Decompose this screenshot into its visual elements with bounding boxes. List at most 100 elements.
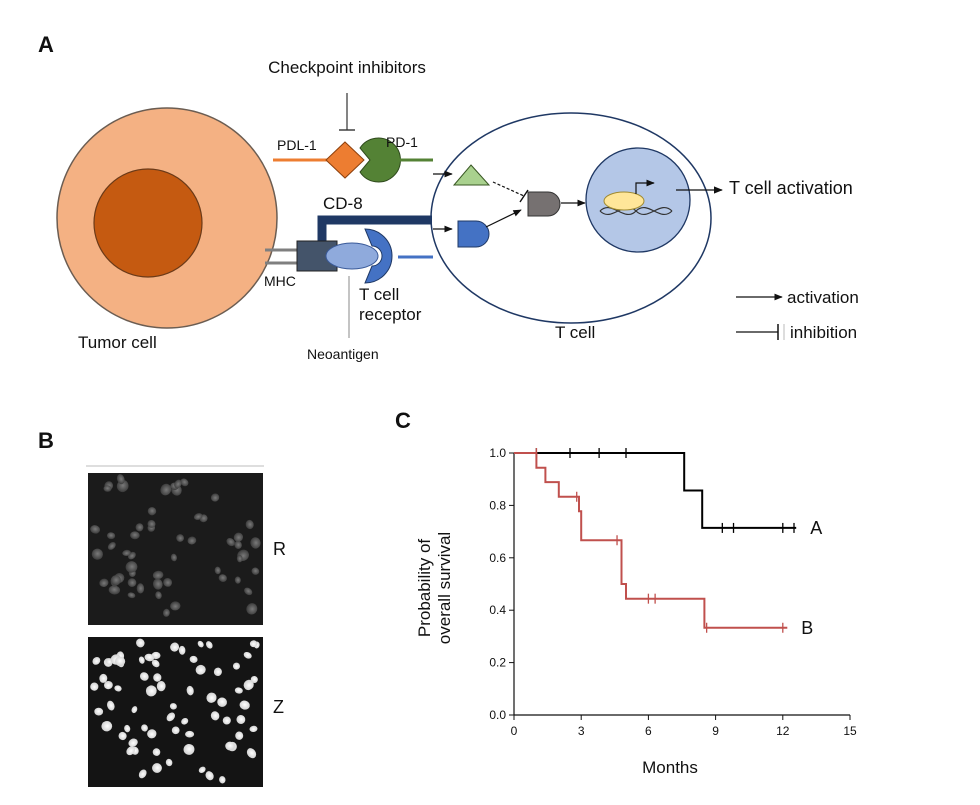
survival-curve-a bbox=[514, 452, 797, 529]
cell-nucleus bbox=[116, 474, 125, 485]
x-tick-label: 15 bbox=[843, 724, 857, 738]
x-tick-label: 12 bbox=[776, 724, 790, 738]
neoantigen bbox=[325, 242, 379, 270]
series-label: B bbox=[801, 618, 813, 638]
cell-nucleus bbox=[189, 655, 198, 663]
cell-nucleus bbox=[90, 525, 101, 534]
cell-nucleus bbox=[226, 538, 235, 547]
cell-nucleus bbox=[165, 758, 173, 767]
cell-nucleus bbox=[99, 578, 109, 587]
y-tick-label: 0.2 bbox=[489, 656, 506, 670]
image-label-r: R bbox=[273, 539, 286, 559]
cell-nucleus bbox=[219, 776, 226, 784]
cell-nucleus bbox=[213, 667, 222, 676]
cell-nucleus bbox=[151, 659, 160, 668]
pd1-signal-molecule bbox=[452, 164, 491, 186]
series-label: A bbox=[810, 518, 822, 538]
tumor-cell-label: Tumor cell bbox=[78, 333, 157, 352]
cell-nucleus bbox=[147, 519, 156, 528]
neoantigen-label: Neoantigen bbox=[307, 346, 379, 362]
cell-nucleus bbox=[153, 673, 162, 682]
microscopy-image-r bbox=[88, 473, 263, 625]
cell-nucleus bbox=[90, 682, 99, 691]
cell-nucleus bbox=[136, 638, 145, 648]
cell-nucleus bbox=[218, 574, 227, 582]
cell-nucleus bbox=[251, 567, 260, 575]
pdl1-label: PDL-1 bbox=[277, 137, 317, 153]
cell-nucleus bbox=[103, 485, 112, 492]
cell-nucleus bbox=[152, 570, 164, 580]
pdl1-receptor bbox=[325, 141, 365, 179]
cell-nucleus bbox=[171, 726, 180, 735]
legend-activation-label: activation bbox=[787, 288, 859, 307]
cell-nucleus bbox=[152, 763, 162, 773]
cell-nucleus bbox=[152, 748, 161, 756]
cell-nucleus bbox=[217, 697, 227, 707]
cell-nucleus bbox=[155, 591, 162, 600]
cell-nucleus bbox=[141, 724, 148, 732]
panel-b: B R Z bbox=[38, 428, 286, 787]
cell-nucleus bbox=[162, 608, 170, 617]
cell-nucleus bbox=[222, 716, 231, 725]
y-axis-title-line2: overall survival bbox=[435, 532, 454, 644]
cell-nucleus bbox=[187, 536, 197, 545]
pd1-label: PD-1 bbox=[386, 134, 418, 150]
cell-nucleus bbox=[234, 576, 241, 584]
cell-nucleus bbox=[186, 685, 194, 696]
survival-curves: AB bbox=[514, 448, 822, 638]
cell-nucleus bbox=[205, 641, 213, 649]
dna-strand-bottom bbox=[599, 207, 673, 215]
cell-nucleus bbox=[147, 507, 157, 516]
cell-nucleus bbox=[91, 548, 103, 560]
cell-nucleus bbox=[243, 679, 254, 691]
cell-nucleus bbox=[170, 642, 180, 652]
panel-b-letter: B bbox=[38, 428, 54, 453]
cell-nucleus bbox=[122, 549, 131, 556]
panel-a: A Checkpoint inhibitors PDL-1 PD-1 CD-8 … bbox=[38, 32, 859, 362]
cell-nucleus bbox=[130, 531, 140, 540]
tcr-label-line2: receptor bbox=[359, 305, 422, 324]
cell-nucleus bbox=[234, 687, 243, 694]
cell-nucleus bbox=[108, 585, 121, 595]
cell-nucleus bbox=[225, 741, 235, 751]
cell-nucleus bbox=[169, 703, 177, 710]
cell-nucleus bbox=[125, 561, 138, 573]
cell-nucleus bbox=[250, 537, 261, 549]
cell-nucleus bbox=[139, 672, 149, 681]
cell-nucleus bbox=[246, 603, 258, 615]
transcription-factor bbox=[603, 191, 645, 211]
x-tick-label: 9 bbox=[712, 724, 719, 738]
microscopy-cells-z bbox=[90, 638, 260, 784]
y-tick-label: 0.0 bbox=[489, 708, 506, 722]
image-label-z: Z bbox=[273, 697, 284, 717]
cell-nucleus bbox=[124, 724, 131, 733]
cell-nucleus bbox=[234, 540, 242, 549]
cell-nucleus bbox=[138, 656, 145, 664]
cell-nucleus bbox=[180, 478, 189, 487]
cell-nucleus bbox=[239, 700, 250, 710]
x-tick-label: 0 bbox=[511, 724, 518, 738]
mhc-label: MHC bbox=[264, 273, 296, 289]
cell-nucleus bbox=[214, 566, 221, 575]
pd1-inhibition-line bbox=[492, 181, 525, 197]
cell-nucleus bbox=[136, 583, 145, 594]
series-b: B bbox=[514, 448, 813, 638]
microscopy-cells-r bbox=[90, 474, 261, 617]
pd1-receptor bbox=[359, 137, 401, 183]
cell-nucleus bbox=[249, 640, 258, 648]
cell-nucleus bbox=[128, 738, 138, 747]
y-tick-label: 0.8 bbox=[489, 498, 506, 512]
cell-nucleus bbox=[210, 711, 220, 721]
cell-nucleus bbox=[245, 519, 254, 530]
cell-nucleus bbox=[246, 748, 257, 759]
cell-nucleus bbox=[195, 664, 206, 675]
cell-nucleus bbox=[185, 730, 195, 738]
pd1-inhibition-bar bbox=[519, 189, 529, 203]
cell-nucleus bbox=[178, 645, 186, 655]
cell-nucleus bbox=[110, 575, 121, 586]
cell-nucleus bbox=[156, 681, 166, 692]
tumor-nucleus bbox=[93, 168, 203, 278]
cell-nucleus bbox=[205, 771, 214, 781]
